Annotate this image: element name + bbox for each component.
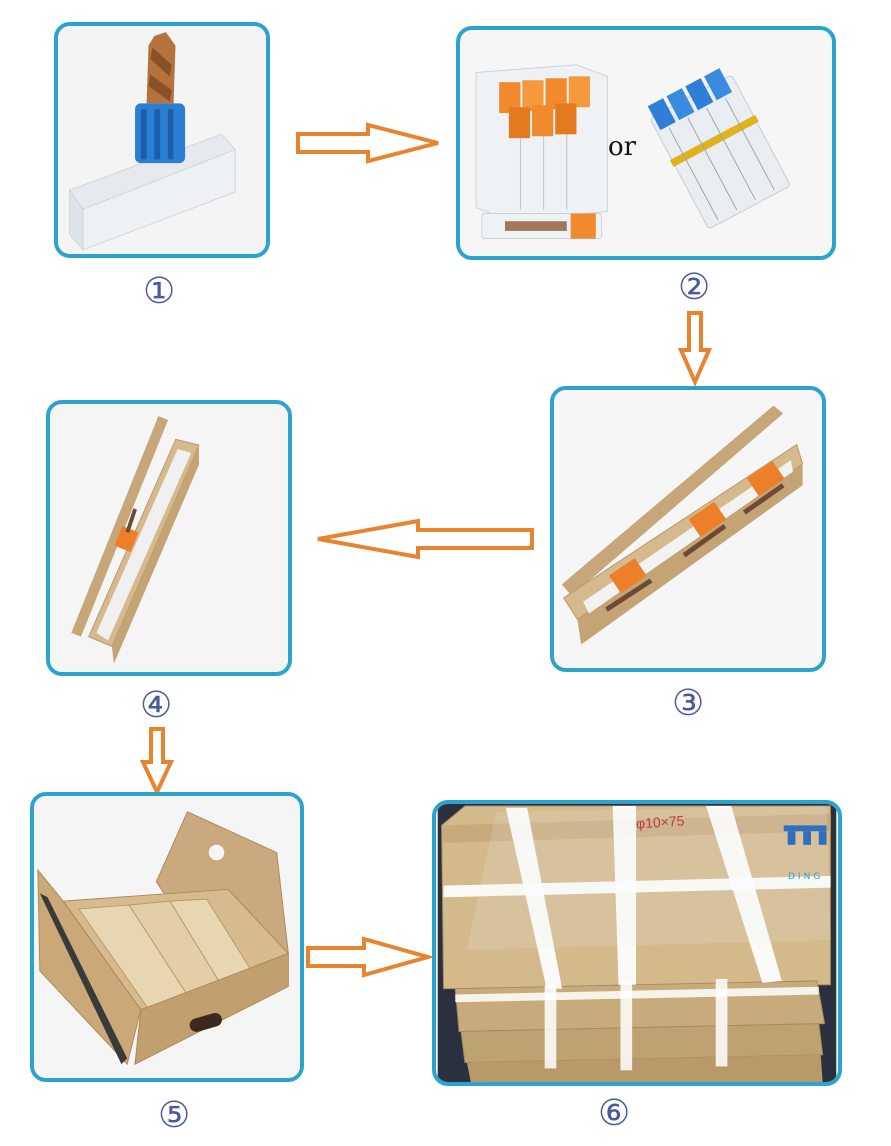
step-2-panel xyxy=(456,26,836,260)
carton-tray-image xyxy=(34,796,300,1078)
arrow-left-3 xyxy=(317,518,534,560)
strapped-cartons-image xyxy=(437,804,837,1082)
arrow-right-5 xyxy=(306,936,434,978)
arrow-right-1 xyxy=(296,122,439,164)
single-box-with-foam-image xyxy=(50,404,288,672)
plastic-boxes-image xyxy=(462,30,830,256)
step-4-number: ④ xyxy=(140,685,173,726)
step-5-panel xyxy=(30,792,304,1082)
step-3-number: ③ xyxy=(672,683,705,724)
step-3-panel xyxy=(550,386,826,672)
arrow-down-4 xyxy=(140,727,174,796)
open-kraft-box-image xyxy=(554,390,822,668)
step-1-number: ① xyxy=(143,271,176,312)
box-marking-text: φ10×75 xyxy=(635,812,685,832)
step-1-panel xyxy=(54,22,270,258)
or-label: or xyxy=(608,132,637,162)
end-mill-in-tube-image xyxy=(58,26,266,254)
step-6-panel xyxy=(432,800,842,1086)
step-2-number: ② xyxy=(678,267,711,308)
step-6-number: ⑥ xyxy=(598,1093,631,1134)
step-4-panel xyxy=(46,400,292,676)
arrow-down-2 xyxy=(678,311,712,386)
brand-watermark: DING xyxy=(788,872,824,882)
step-5-number: ⑤ xyxy=(158,1095,191,1136)
